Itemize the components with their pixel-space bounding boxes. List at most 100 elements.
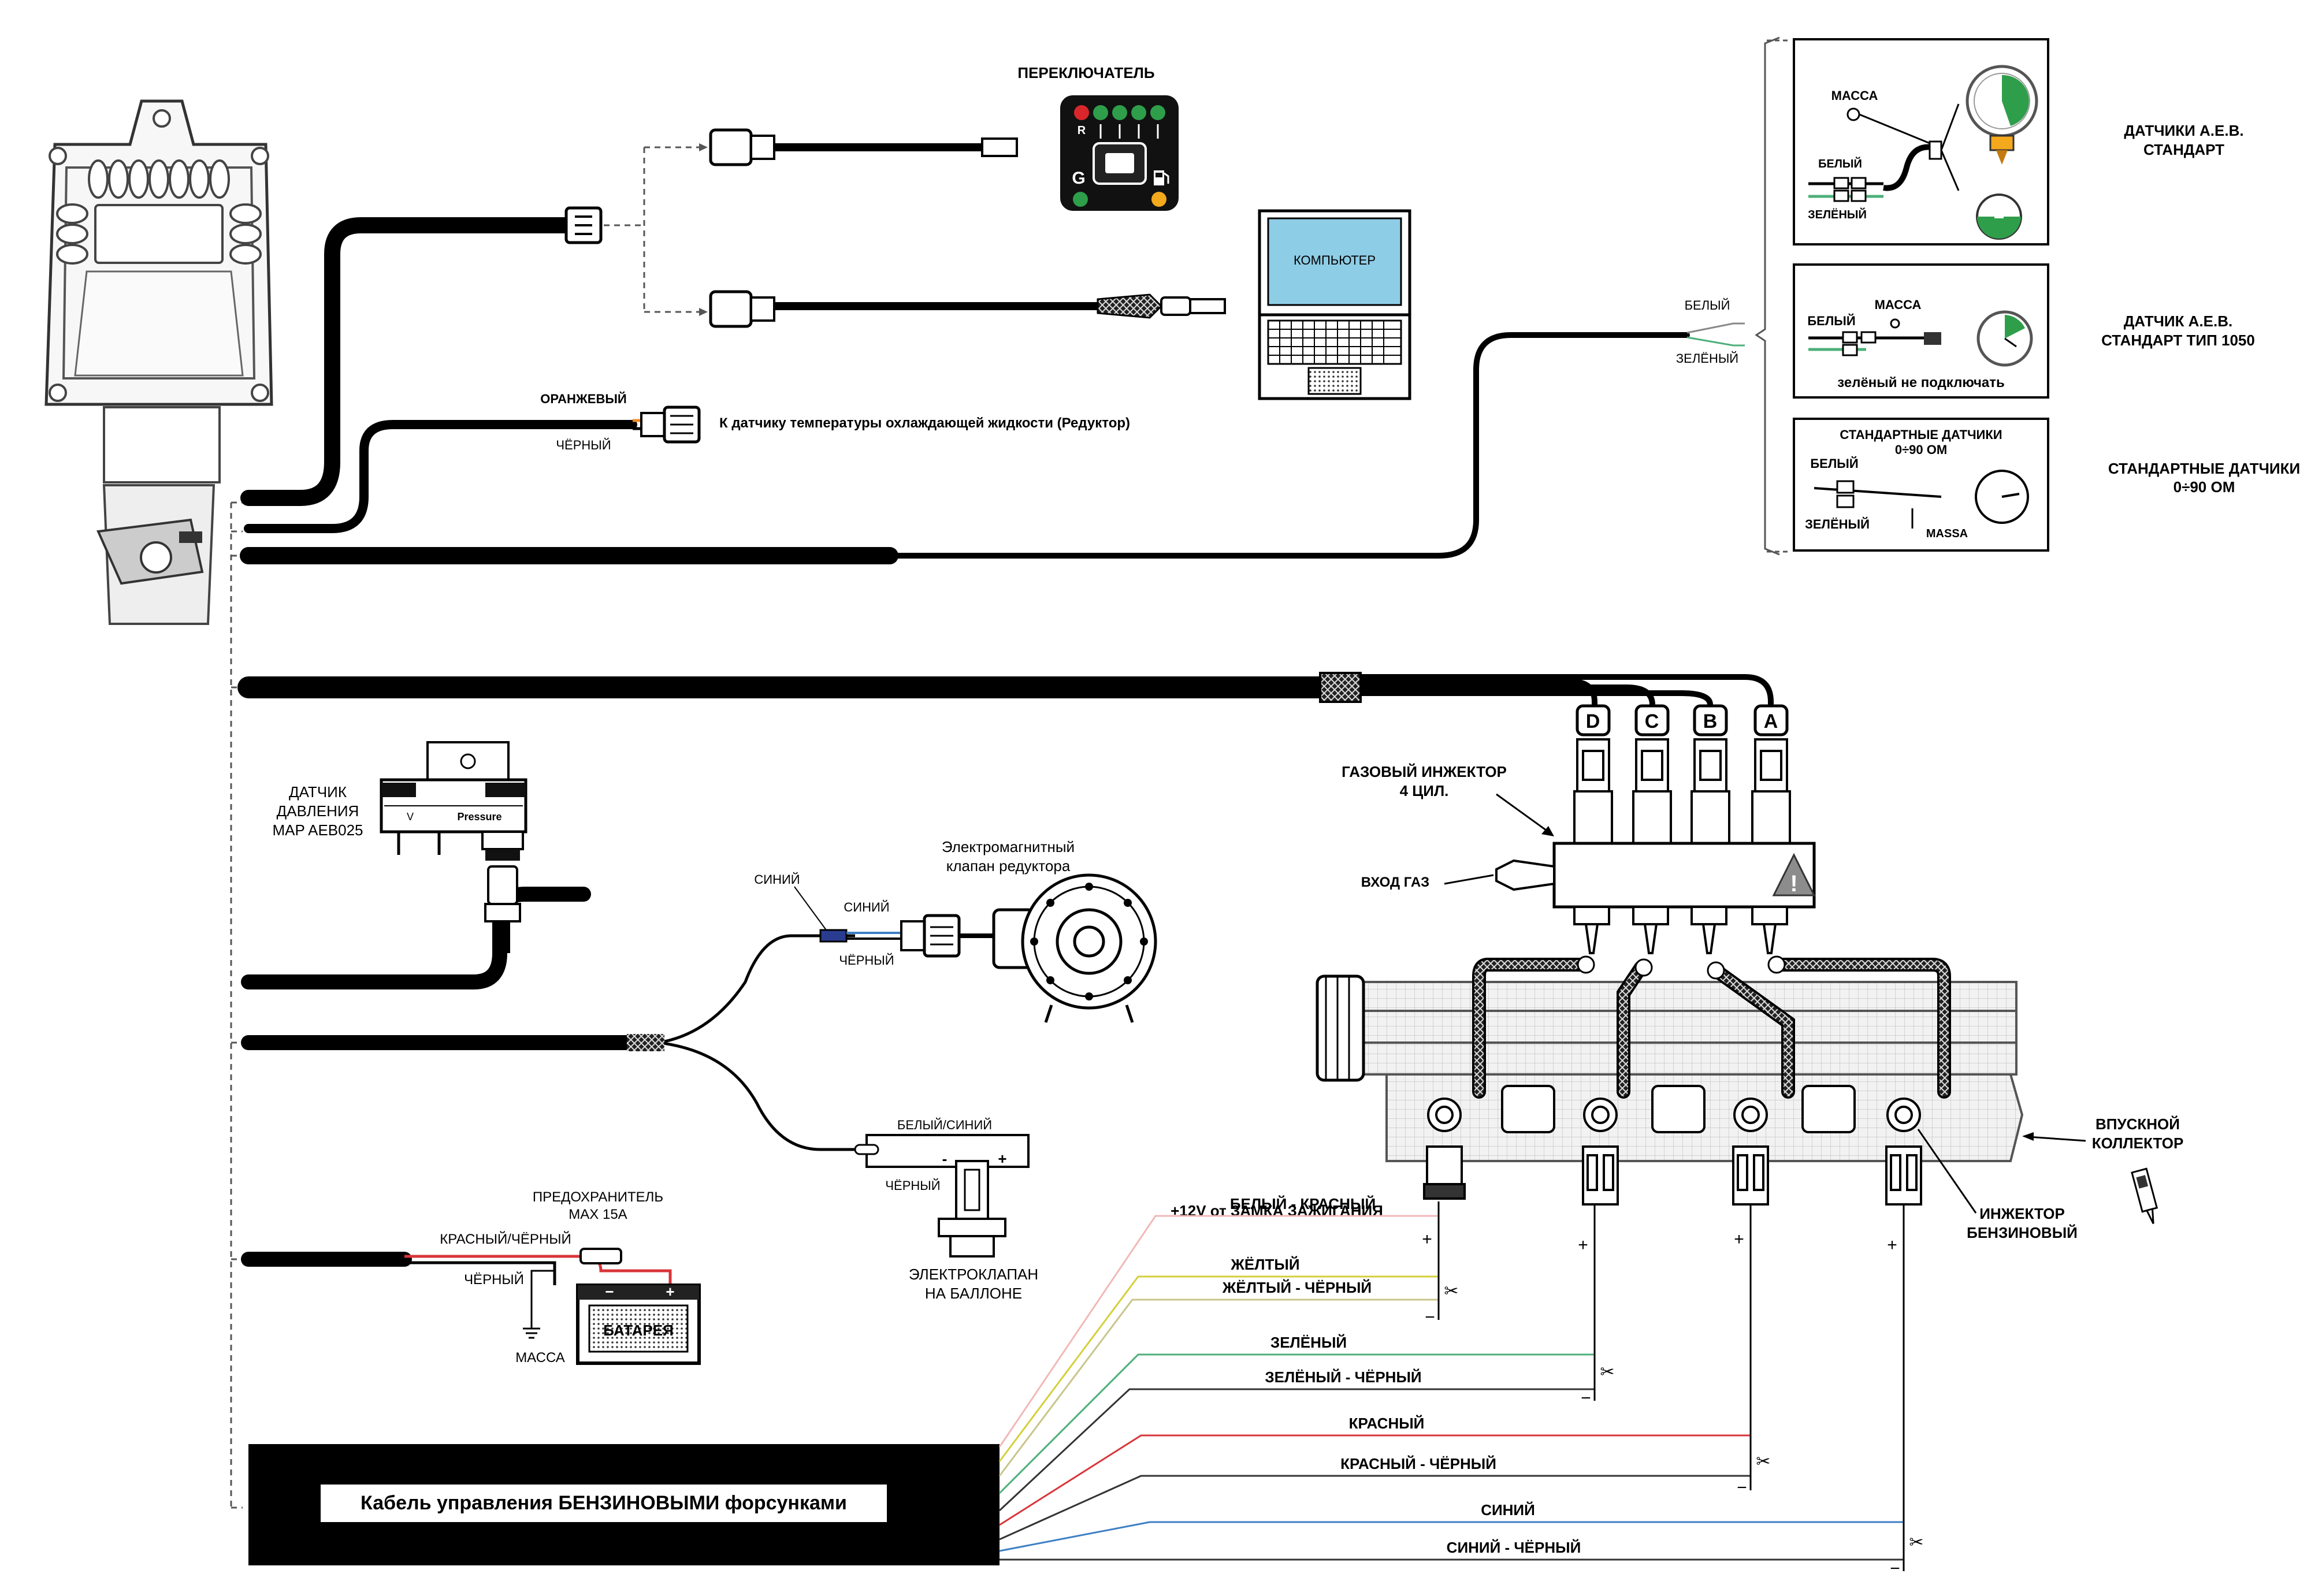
plus-marker: +: [1578, 1236, 1588, 1255]
tank-black-label: ЧЁРНЫЙ: [885, 1178, 940, 1193]
map-label-3: MAP AEB025: [272, 821, 363, 839]
gas-inlet-nozzle: [1495, 859, 1555, 891]
map-sensor: V Pressure: [380, 741, 527, 953]
gas-nozzle-hoses-braid: [1474, 960, 1949, 1096]
battery-mass-label: МАССА: [515, 1350, 565, 1366]
gas-injector-label-2: 4 ЦИЛ.: [1400, 782, 1449, 799]
level-sensor-wires: БЕЛЫЙ ЗЕЛЁНЫЙ: [1676, 298, 1745, 366]
tank-plus-label: +: [998, 1150, 1006, 1167]
tank-valve-label-2: НА БАЛЛОНЕ: [925, 1285, 1022, 1302]
intake-manifold: [1316, 974, 2024, 1162]
sensor3-side-label-2: 0÷90 ОМ: [2173, 478, 2235, 496]
petrol-wire: [999, 1434, 1751, 1526]
scissors-icon: ✂: [1444, 1281, 1458, 1301]
petrol-wire-label: ЖЁЛТЫЙ: [1230, 1256, 1299, 1273]
fuse-label-2: MAX 15A: [569, 1207, 627, 1222]
tank-valve-label-1: ЭЛЕКТРОКЛАПАН: [909, 1266, 1038, 1283]
sensor2-white-label: БЕЛЫЙ: [1807, 314, 1855, 328]
sensor3-white-label: БЕЛЫЙ: [1810, 456, 1858, 471]
svg-text:−: −: [605, 1283, 614, 1300]
reducer-valve-label-1: Электромагнитный: [942, 838, 1075, 855]
tank-valve-connector: - +: [854, 1134, 1030, 1258]
switch-led-green-bottom: [1073, 192, 1088, 207]
temperature-sensor-connector: ОРАНЖЕВЫЙ ЧЁРНЫЙ К датчику температуры о…: [540, 392, 1130, 452]
battery-red-black-label: КРАСНЫЙ/ЧЁРНЫЙ: [440, 1231, 571, 1247]
sensor3-header-2: 0÷90 ОМ: [1895, 442, 1947, 457]
gas-rail-body: !: [1495, 842, 1816, 954]
switch-r-label: R: [1078, 124, 1086, 137]
petrol-injector-label-2: БЕНЗИНОВЫЙ: [1967, 1224, 2078, 1241]
sensor2-mass-label: МАССА: [1875, 297, 1922, 312]
plus-marker: +: [1734, 1230, 1744, 1249]
reducer-blue-label-2: СИНИЙ: [844, 900, 889, 914]
battery-label: БАТАРЕЯ: [603, 1322, 674, 1339]
sensor-options-bracket: [1755, 36, 1780, 556]
petrol-wire: [998, 1353, 1595, 1494]
petrol-wire: [998, 1215, 1439, 1448]
minus-marker: −: [1737, 1478, 1747, 1497]
intake-label-2: КОЛЛЕКТОР: [2092, 1134, 2184, 1152]
reducer-blue-label-1: СИНИЙ: [754, 872, 800, 887]
petrol-wire-label: СИНИЙ - ЧЁРНЫЙ: [1447, 1539, 1581, 1556]
sensor1-white-label: БЕЛЫЙ: [1818, 157, 1862, 170]
petrol-injector-label-1: ИНЖЕКТОР: [1979, 1205, 2065, 1222]
laptop-touchpad: [1307, 367, 1362, 395]
switch-led-amber: [1151, 192, 1166, 207]
split-cable: [627, 934, 867, 1151]
switch-panel: ПЕРЕКЛЮЧАТЕЛЬ R G: [1017, 64, 1179, 211]
map-v-label: V: [407, 811, 414, 823]
petrol-wire: [999, 1475, 1751, 1541]
injector-letter: A: [1764, 710, 1778, 732]
fuse: [579, 1248, 622, 1264]
reducer-black-label: ЧЁРНЫЙ: [839, 953, 894, 968]
minus-marker: −: [1425, 1308, 1435, 1327]
switch-led-red: [1074, 105, 1089, 120]
ecu-unit: [44, 99, 273, 625]
fuel-pump-icon: [1154, 170, 1169, 185]
reducer-valve-body: [992, 873, 1157, 1023]
sensor1-mass-label: МАССА: [1831, 88, 1878, 103]
sensor1-green-label: ЗЕЛЁНЫЙ: [1808, 207, 1867, 221]
scissors-icon: ✂: [1756, 1452, 1770, 1472]
reducer-valve-label-2: клапан редуктора: [946, 857, 1071, 875]
sensor-box-aeb-1050: МАССА БЕЛЫЙ зелёный не подключать: [1793, 263, 2049, 399]
injector-letter: C: [1645, 710, 1659, 732]
petrol-cable-label: Кабель управления БЕНЗИНОВЫМИ форсунками: [361, 1492, 847, 1514]
petrol-wire-label: ЗЕЛЁНЫЙ: [1270, 1334, 1347, 1351]
petrol-wire-label: ЗЕЛЁНЫЙ - ЧЁРНЫЙ: [1265, 1368, 1421, 1386]
sensor3-header-1: СТАНДАРТНЫЕ ДАТЧИКИ: [1840, 427, 2002, 442]
plus-marker: +: [1887, 1236, 1897, 1255]
injector-letter-tags: D C B A: [1576, 704, 1789, 736]
gas-injectors: [1573, 738, 1791, 844]
tank-minus-label: -: [942, 1150, 948, 1167]
warning-icon: [1772, 853, 1816, 896]
tank-white-blue-label: БЕЛЫЙ/СИНИЙ: [897, 1118, 992, 1132]
sensor-box-aeb-standard: МАССА БЕЛЫЙ ЗЕЛЁНЫЙ: [1793, 38, 2049, 245]
laptop-keyboard: [1267, 319, 1402, 365]
map-label-1: ДАТЧИК: [289, 783, 347, 801]
petrol-wire: [998, 1275, 1439, 1462]
petrol-wire-label: ЖЁЛТЫЙ - ЧЁРНЫЙ: [1222, 1279, 1372, 1296]
switch-branch: [564, 128, 1226, 328]
gas-inlet-label: ВХОД ГАЗ: [1361, 875, 1429, 890]
petrol-wire-label: КРАСНЫЙ: [1349, 1415, 1425, 1432]
minus-marker: −: [1581, 1389, 1591, 1408]
minus-marker: −: [1890, 1559, 1900, 1578]
sensor2-side-label-2: СТАНДАРТ ТИП 1050: [2101, 332, 2255, 349]
petrol-wire: [999, 1521, 1904, 1552]
map-pressure-label: Pressure: [457, 811, 501, 823]
reducer-valve-connector: [819, 914, 1000, 958]
intake-label-1: ВПУСКНОЙ: [2095, 1115, 2180, 1133]
injector-letter: D: [1586, 710, 1600, 732]
switch-g-label: G: [1072, 169, 1085, 188]
laptop-computer: КОМПЬЮТЕР: [1258, 209, 1411, 400]
sensor3-green-label: ЗЕЛЁНЫЙ: [1805, 517, 1870, 531]
switch-title: ПЕРЕКЛЮЧАТЕЛЬ: [1017, 64, 1154, 81]
sensor1-side-label-2: СТАНДАРТ: [2143, 141, 2224, 158]
level-wire-white-label: БЕЛЫЙ: [1685, 298, 1730, 312]
sensor3-mass-label: MASSA: [1926, 527, 1968, 540]
battery: БАТАРЕЯ − +: [576, 1283, 701, 1365]
gas-injector-wires: [1361, 674, 1774, 708]
petrol-wire-label: КРАСНЫЙ - ЧЁРНЫЙ: [1340, 1455, 1496, 1472]
